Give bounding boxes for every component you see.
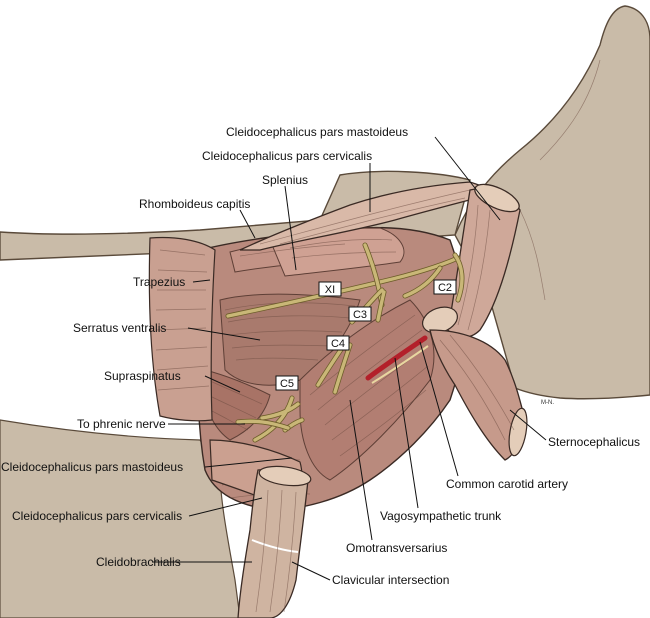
label-trapezius: Trapezius (133, 275, 185, 289)
nerve-tag-c4-text: C4 (331, 338, 345, 350)
leader-splenius (284, 185, 297, 271)
mastoideus-fibres (457, 204, 491, 331)
leader-cleido-mastoideus-bottom (204, 457, 293, 468)
cleidobrachialis-fibres (255, 489, 297, 613)
label-serratus-ventralis: Serratus ventralis (73, 321, 166, 335)
label-cleido-mastoideus-top: Cleidocephalicus pars mastoideus (226, 125, 408, 139)
leader-trapezius (192, 279, 211, 283)
label-to-phrenic-nerve: To phrenic nerve (77, 417, 166, 431)
head-skin-fold (519, 59, 601, 301)
nerve-tag-c5-text: C5 (280, 378, 294, 390)
label-cleidobrachialis: Cleidobrachialis (96, 555, 181, 569)
muscle-fibres-3 (239, 239, 397, 259)
common-carotid-artery (365, 335, 428, 381)
nerve-tag-xi-text: XI (325, 284, 335, 296)
head-skin (454, 5, 650, 400)
illustrator-signature: M-N. (541, 400, 554, 406)
leader-rhomboideus (239, 209, 256, 239)
leader-omotransversarius (349, 399, 373, 541)
sternocephalicus-fibres (439, 334, 515, 441)
muscle-fibres-2 (309, 314, 429, 457)
leader-lines (152, 136, 547, 581)
label-clavicular-intersection: Clavicular intersection (332, 573, 449, 587)
leader-serratus (187, 327, 261, 341)
label-common-carotid-artery: Common carotid artery (446, 477, 568, 491)
nerve-tag-c5: C5 (275, 375, 299, 391)
cleido-upper-fibres (259, 189, 471, 245)
label-omotransversarius: Omotransversarius (346, 541, 447, 555)
omotransversarius-muscle (299, 299, 435, 481)
leader-vagosympathetic (394, 357, 419, 509)
nerve-tag-c2-text: C2 (438, 282, 452, 294)
accessory-nerve-xi (226, 256, 460, 318)
labels: Cleidocephalicus pars mastoideus Cleidoc… (1, 125, 640, 587)
dissection-field (197, 226, 471, 511)
trapezius-fibres (155, 249, 210, 391)
leader-carotid (419, 341, 459, 477)
phrenic-branch (236, 419, 290, 430)
label-sternocephalicus: Sternocephalicus (548, 435, 640, 449)
leader-supraspinatus (204, 375, 241, 393)
leader-sternocephalicus (509, 409, 547, 441)
nerve-tag-c4: C4 (326, 335, 350, 351)
nerve-tag-c2: C2 (433, 279, 457, 295)
leader-cleido-mastoideus-top (434, 136, 501, 221)
nerve-tag-c3-text: C3 (353, 309, 367, 321)
label-splenius: Splenius (262, 173, 308, 187)
leader-cleido-cervicalis-bottom (188, 497, 263, 517)
label-vagosympathetic-trunk: Vagosympathetic trunk (380, 509, 502, 523)
cleidobrachialis-cut-end (258, 465, 312, 487)
label-cleido-mastoideus-bottom: Cleidocephalicus pars mastoideus (1, 460, 183, 474)
nerve-tag-c3: C3 (348, 306, 372, 322)
label-cleido-cervicalis-bottom: Cleidocephalicus pars cervicalis (12, 509, 182, 523)
label-rhomboideus-capitis: Rhomboideus capitis (139, 197, 250, 211)
leader-clavicular-intersection (291, 561, 331, 581)
label-supraspinatus: Supraspinatus (104, 369, 181, 383)
nerve-tag-xi: XI (318, 281, 342, 297)
label-cleido-cervicalis-top: Cleidocephalicus pars cervicalis (202, 149, 372, 163)
clavicular-intersection-line (251, 539, 299, 553)
